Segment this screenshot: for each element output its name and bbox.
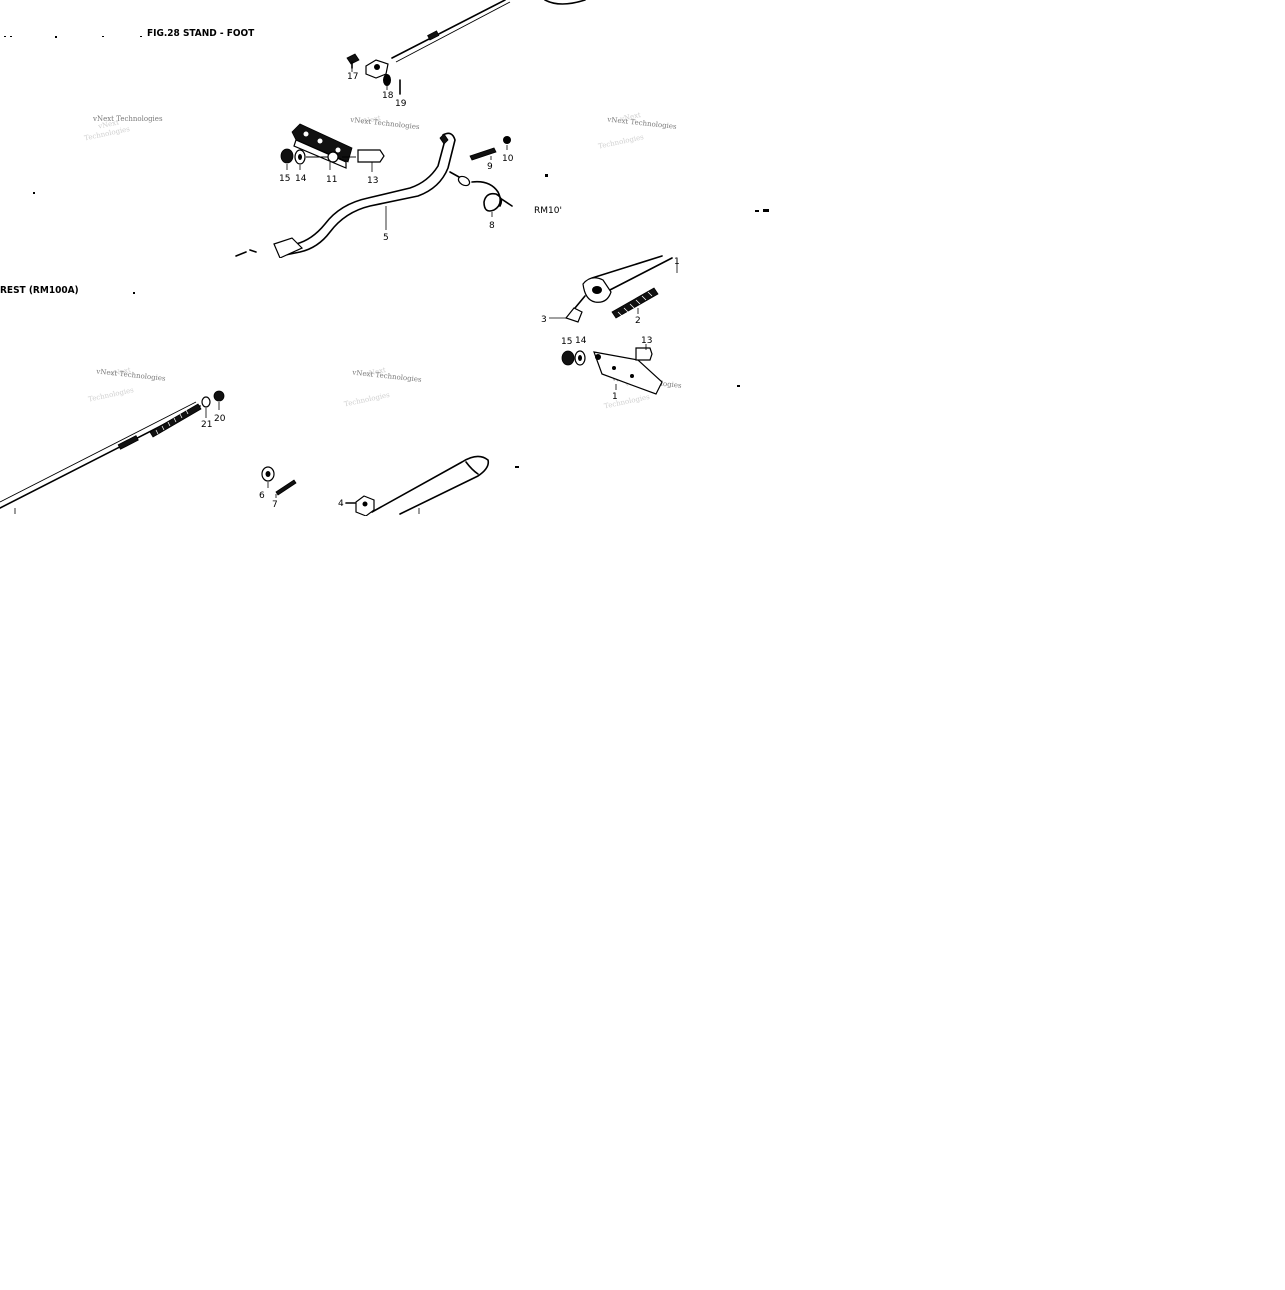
callout-13-lower: 13	[641, 336, 652, 346]
brake-rod-lower	[0, 390, 225, 509]
callout-8: 8	[489, 221, 495, 231]
side-stand-upper	[564, 255, 673, 323]
washer-6-pin-7	[261, 466, 297, 496]
callout-15: 15	[279, 174, 290, 184]
callout-14-lower: 14	[575, 336, 587, 346]
return-spring-8	[471, 180, 513, 212]
svg-text:Technologies: Technologies	[87, 386, 134, 404]
callout-10: 10	[502, 154, 514, 164]
callout-5: 5	[383, 233, 389, 243]
callout-9: 9	[487, 162, 493, 172]
watermark-3: vNext Technologies	[606, 115, 677, 130]
scan-specks	[4, 36, 769, 468]
callout-2: 2	[635, 316, 641, 326]
section-label: REST (RM100A)	[0, 285, 79, 296]
figure-title: FIG.28 STAND - FOOT	[147, 28, 255, 39]
scan-gap	[236, 258, 544, 276]
svg-text:Technologies: Technologies	[603, 393, 650, 411]
callout-11: 11	[326, 175, 337, 185]
callout-1-upper: 1	[674, 257, 680, 267]
svg-text:Technologies: Technologies	[597, 133, 644, 151]
svg-text:Technologies: Technologies	[343, 391, 390, 409]
callout-21: 21	[201, 420, 212, 430]
callout-13: 13	[367, 176, 378, 186]
callout-19: 19	[395, 99, 407, 109]
callout-17: 17	[347, 72, 358, 82]
callout-4: 4	[338, 499, 344, 509]
callout-20: 20	[214, 414, 226, 424]
callout-15-lower: 15	[561, 337, 572, 347]
callout-14: 14	[295, 174, 307, 184]
footrest-bracket-lower	[561, 347, 663, 395]
side-stand-lower	[345, 455, 490, 517]
brake-rod-top	[346, 0, 586, 95]
callout-7: 7	[272, 500, 278, 510]
callout-6: 6	[259, 491, 265, 501]
watermark-5: vNext Technologies	[351, 368, 422, 383]
callout-1-lower: 1	[612, 392, 618, 402]
callout-3: 3	[541, 315, 547, 325]
bolt-9-nut-10	[469, 136, 511, 161]
footrest-bracket-upper	[280, 123, 385, 169]
brake-pedal	[235, 132, 471, 259]
leader-lines	[14, 68, 678, 514]
blank-area	[0, 516, 1285, 1285]
variant-label: RM10'	[534, 206, 562, 216]
watermark-1: vNext Technologies	[92, 115, 163, 123]
callout-18: 18	[382, 91, 394, 101]
watermark-2: vNext Technologies	[349, 116, 420, 131]
